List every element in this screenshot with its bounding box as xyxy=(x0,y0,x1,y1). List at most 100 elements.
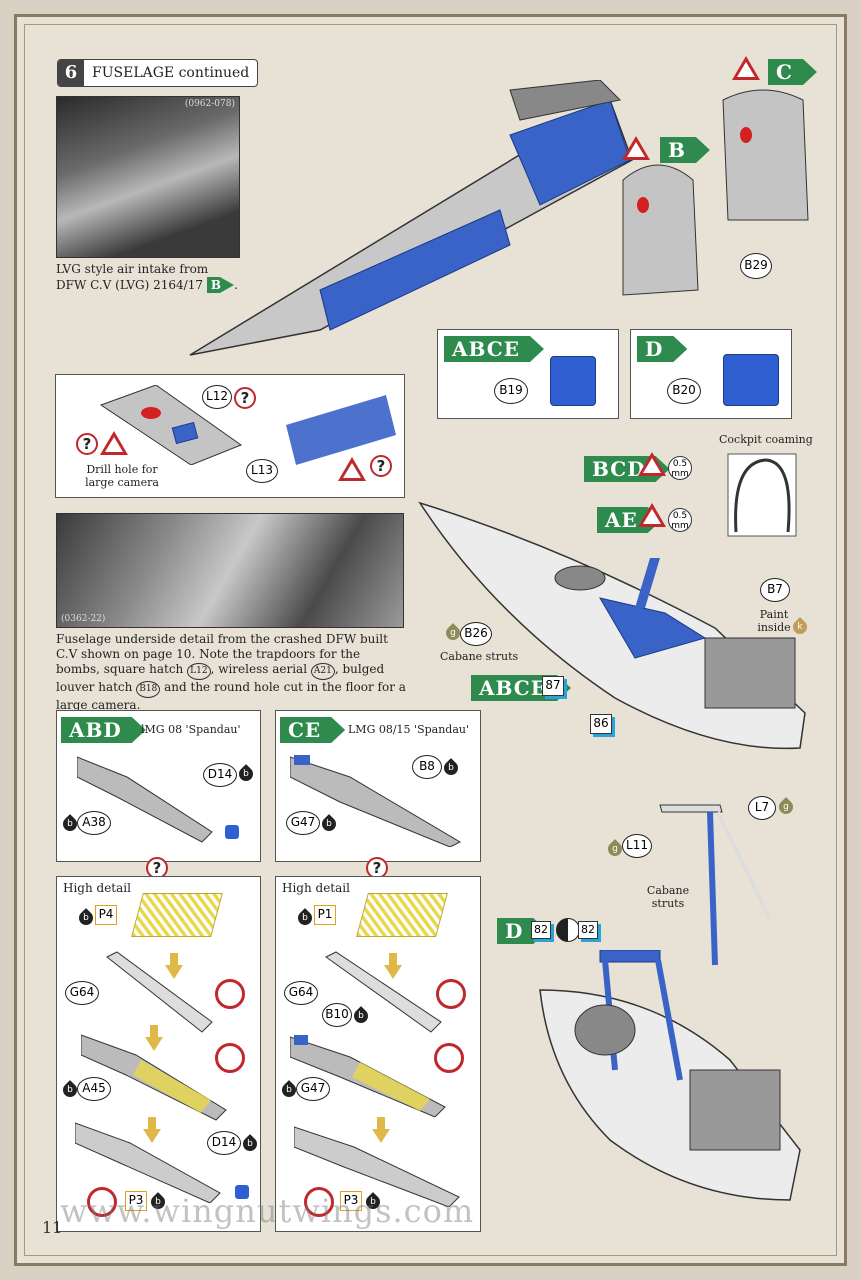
mg1-body xyxy=(77,756,213,843)
arrow-down xyxy=(143,1117,161,1143)
page-frame-inner xyxy=(24,24,837,1256)
yellow-jacket-2 xyxy=(352,1062,430,1111)
mg-a45-illustration xyxy=(81,1034,227,1121)
cockpit-opening xyxy=(574,1004,636,1056)
ref-a21: A21 xyxy=(310,663,335,680)
no-glue-icon xyxy=(304,1187,334,1217)
mg-g47-blue-part xyxy=(294,1035,308,1045)
mg2-body xyxy=(290,756,462,847)
mg2-illustration xyxy=(290,755,462,847)
step-number: 6 xyxy=(58,60,84,86)
engine-lower xyxy=(689,1069,781,1151)
drill-warning-icon-c xyxy=(732,56,760,80)
arrow-down xyxy=(384,953,402,979)
photo2-caption-b: , wireless aerial xyxy=(210,662,308,676)
part-b7: B7 xyxy=(760,578,790,602)
paint-code: g xyxy=(612,844,618,854)
drill-icon-bcd xyxy=(638,452,666,476)
ref-b18: B18 xyxy=(136,681,161,698)
strut-right xyxy=(655,959,683,1081)
high2-title: High detail xyxy=(282,881,350,895)
drill-warning-icon xyxy=(338,457,366,481)
strut-cross-bar xyxy=(599,950,661,963)
optional-icon: ? xyxy=(76,433,98,455)
paint-code: b xyxy=(326,819,332,829)
mg1-title: lMG 08 'Spandau' xyxy=(141,723,241,736)
barrel-g64-2 xyxy=(325,951,442,1033)
part-b19-illustration xyxy=(550,356,596,406)
part-d14-hd: D14 xyxy=(207,1131,241,1155)
hatch-illustration xyxy=(622,89,809,296)
fuselage-underside-blue xyxy=(286,395,396,465)
part-g47: G47 xyxy=(286,811,320,835)
cockpit-coaming-label: Cockpit coaming xyxy=(719,433,813,446)
part-b10: B10 xyxy=(322,1003,352,1027)
paint-drop-b: b xyxy=(441,758,461,778)
panel-mg-abd: ABD lMG 08 'Spandau' D14 b b A38 xyxy=(56,710,261,862)
part-g64-2: G64 xyxy=(284,981,318,1005)
detail-box-camera: L12 ? ? Drill hole for large camera L13 … xyxy=(55,374,405,498)
part-p3: P3 xyxy=(125,1191,147,1211)
hatch-c-panel xyxy=(722,89,809,221)
optional-icon: ? xyxy=(234,387,256,409)
high1-title: High detail xyxy=(63,881,131,895)
no-glue-icon xyxy=(436,979,466,1009)
part-l11: L11 xyxy=(622,834,652,858)
paint-code: b xyxy=(302,913,308,923)
paint-drop-b: b xyxy=(351,1006,371,1026)
part-b26: B26 xyxy=(460,622,492,646)
fuselage-blue-panel-lower xyxy=(319,209,511,331)
part-d14: D14 xyxy=(203,763,237,787)
paint-drop-b: b xyxy=(319,814,339,834)
photo2-code: (0362-22) xyxy=(61,614,106,624)
barrel-illustration xyxy=(106,951,213,1033)
floor-panel-illustration xyxy=(99,385,243,465)
part-b29: B29 xyxy=(740,253,772,279)
floor-panel xyxy=(99,385,243,465)
photo2-caption: Fuselage underside detail from the crash… xyxy=(56,632,406,713)
drill-size-unit: mm xyxy=(671,469,689,479)
drill-size-value: 0.5 xyxy=(672,459,688,469)
mg2-title: LMG 08/15 'Spandau' xyxy=(348,723,469,736)
underside-panel xyxy=(286,395,396,465)
paint-drop-b: b xyxy=(236,764,256,784)
part-g64: G64 xyxy=(65,981,99,1005)
optional-icon: ? xyxy=(370,455,392,477)
page-number: 11 xyxy=(42,1218,63,1237)
photo1-caption: LVG style air intake from DFW C.V (LVG) … xyxy=(56,262,238,292)
part-p4: P4 xyxy=(95,905,117,925)
watermark: www.wingnutwings.com xyxy=(60,1192,475,1230)
step-title-text: FUSELAGE continued xyxy=(92,65,250,81)
strut-top-bar xyxy=(659,804,723,813)
paint-code: b xyxy=(83,913,89,923)
paint-code: b xyxy=(67,1085,73,1095)
part-a38: A38 xyxy=(77,811,111,835)
variant-tag-abce: ABCE xyxy=(444,336,544,362)
cabane-struts-label: Cabane struts xyxy=(440,650,519,663)
strut-blue-l11 xyxy=(707,811,718,966)
paint-drop-b: b xyxy=(76,908,96,928)
photo1-caption-text: LVG style air intake from DFW C.V (LVG) … xyxy=(56,262,209,292)
paint-code: b xyxy=(243,769,249,779)
part-d14-blue xyxy=(225,825,239,839)
camera-hole xyxy=(141,407,161,419)
mg-g47-illustration xyxy=(290,1035,446,1117)
paint-code: b xyxy=(67,819,73,829)
variant-tag-d: D xyxy=(637,336,687,362)
fuselage-blue-panel-upper xyxy=(509,99,631,206)
ref-step-86: 86 xyxy=(590,714,612,734)
ref-step-82a: 82 xyxy=(531,921,551,939)
engine-top xyxy=(509,80,622,121)
pe-jacket-p4 xyxy=(131,893,223,937)
part-g47-hd: G47 xyxy=(296,1077,330,1101)
paint-code: b xyxy=(247,1139,253,1149)
cabane-struts-illustration xyxy=(659,804,772,966)
arrow-down xyxy=(145,1025,163,1051)
fuselage-middle-illustration xyxy=(418,501,806,750)
photo-code: (0962-078) xyxy=(184,99,235,109)
part-d14-blue xyxy=(235,1185,249,1199)
paint-code: b xyxy=(286,1085,292,1095)
hatch-l12 xyxy=(171,421,199,445)
step-title: 6 FUSELAGE continued xyxy=(57,59,259,87)
part-a45: A45 xyxy=(77,1077,111,1101)
